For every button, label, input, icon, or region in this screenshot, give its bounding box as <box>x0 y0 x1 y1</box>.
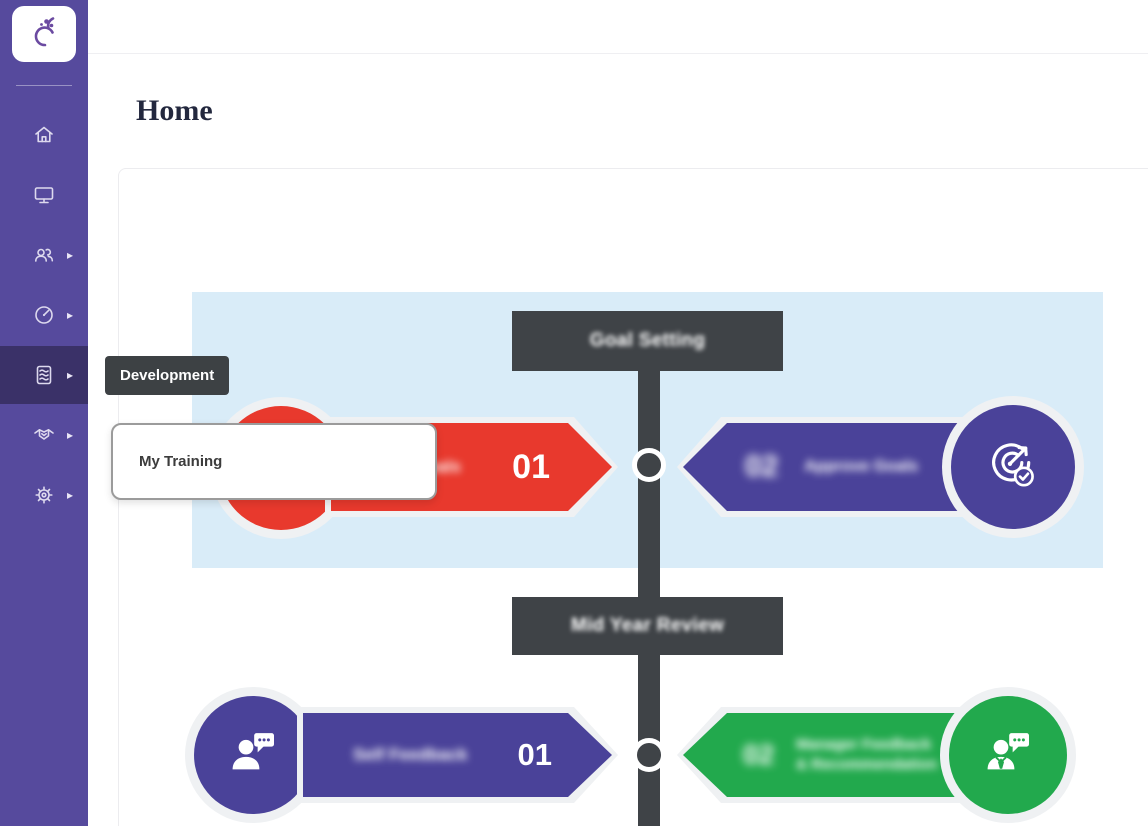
sidebar-nav: ▸ ▸ <box>0 106 88 524</box>
gear-icon <box>32 483 56 507</box>
phase-title-mid-year-review: Mid Year Review <box>512 597 783 655</box>
banner-body: 02 Approve Goals <box>683 423 967 511</box>
top-header-bar <box>88 0 1148 54</box>
brand-swirl-logo-icon <box>24 12 64 57</box>
timeline-node <box>632 738 666 772</box>
step-manager-feedback-banner[interactable]: 02 Manager Feedback & Recommendation <box>677 707 973 803</box>
brand-logo[interactable] <box>12 6 76 62</box>
menu-item-my-training[interactable]: My Training <box>139 453 223 470</box>
step-label: Manager Feedback & Recommendation <box>796 735 937 776</box>
manager-feedback-circle <box>949 696 1067 814</box>
step-label: Approve Goals <box>804 458 919 475</box>
tooltip-text: Development <box>120 367 215 384</box>
sidebar-item-monitor[interactable] <box>0 166 88 224</box>
development-tooltip: Development <box>105 356 230 395</box>
sidebar-item-settings[interactable]: ▸ <box>0 466 88 524</box>
sidebar-divider <box>16 85 72 86</box>
sidebar-item-gauge[interactable]: ▸ <box>0 286 88 344</box>
sidebar-item-development[interactable]: ▸ <box>0 346 88 404</box>
step-approve-goals-banner[interactable]: 02 Approve Goals <box>677 417 973 517</box>
chevron-right-icon: ▸ <box>66 248 73 262</box>
phase-title-text: Goal Setting <box>589 330 706 351</box>
development-flyout-menu: My Training <box>111 423 437 500</box>
timeline-node <box>632 448 666 482</box>
manager-chat-icon <box>980 725 1036 786</box>
step-self-feedback-banner[interactable]: Self Feedback 01 <box>297 707 618 803</box>
step-label-line1: Manager Feedback <box>796 735 932 753</box>
self-feedback-circle <box>194 696 312 814</box>
step-label-line2: & Recommendation <box>796 756 938 773</box>
sidebar-item-home[interactable] <box>0 106 88 164</box>
gauge-icon <box>32 303 56 327</box>
monitor-icon <box>32 183 56 207</box>
sidebar-item-users[interactable]: ▸ <box>0 226 88 284</box>
chevron-right-icon: ▸ <box>66 308 73 322</box>
home-icon <box>32 123 56 147</box>
sidebar: ▸ ▸ <box>0 0 88 826</box>
step-number: 02 <box>743 739 775 770</box>
step-number: 01 <box>517 737 552 772</box>
chevron-right-icon: ▸ <box>66 368 73 382</box>
banner-body: 02 Manager Feedback & Recommendation <box>683 713 967 797</box>
development-icon <box>32 363 56 387</box>
handshake-icon <box>32 423 56 447</box>
chevron-right-icon: ▸ <box>66 488 73 502</box>
page-title: Home <box>136 94 213 127</box>
person-chat-icon <box>225 725 281 786</box>
phase-title-goal-setting: Goal Setting <box>512 311 783 371</box>
step-number: 02 <box>745 450 779 483</box>
banner-body: Self Feedback 01 <box>303 713 612 797</box>
target-check-icon <box>984 436 1042 499</box>
step-number: 01 <box>512 447 550 486</box>
users-icon <box>32 243 56 267</box>
phase-title-text: Mid Year Review <box>570 615 725 636</box>
chevron-right-icon: ▸ <box>66 428 73 442</box>
approve-goals-circle <box>951 405 1075 529</box>
sidebar-item-handshake[interactable]: ▸ <box>0 406 88 464</box>
step-label: Self Feedback <box>353 745 468 764</box>
